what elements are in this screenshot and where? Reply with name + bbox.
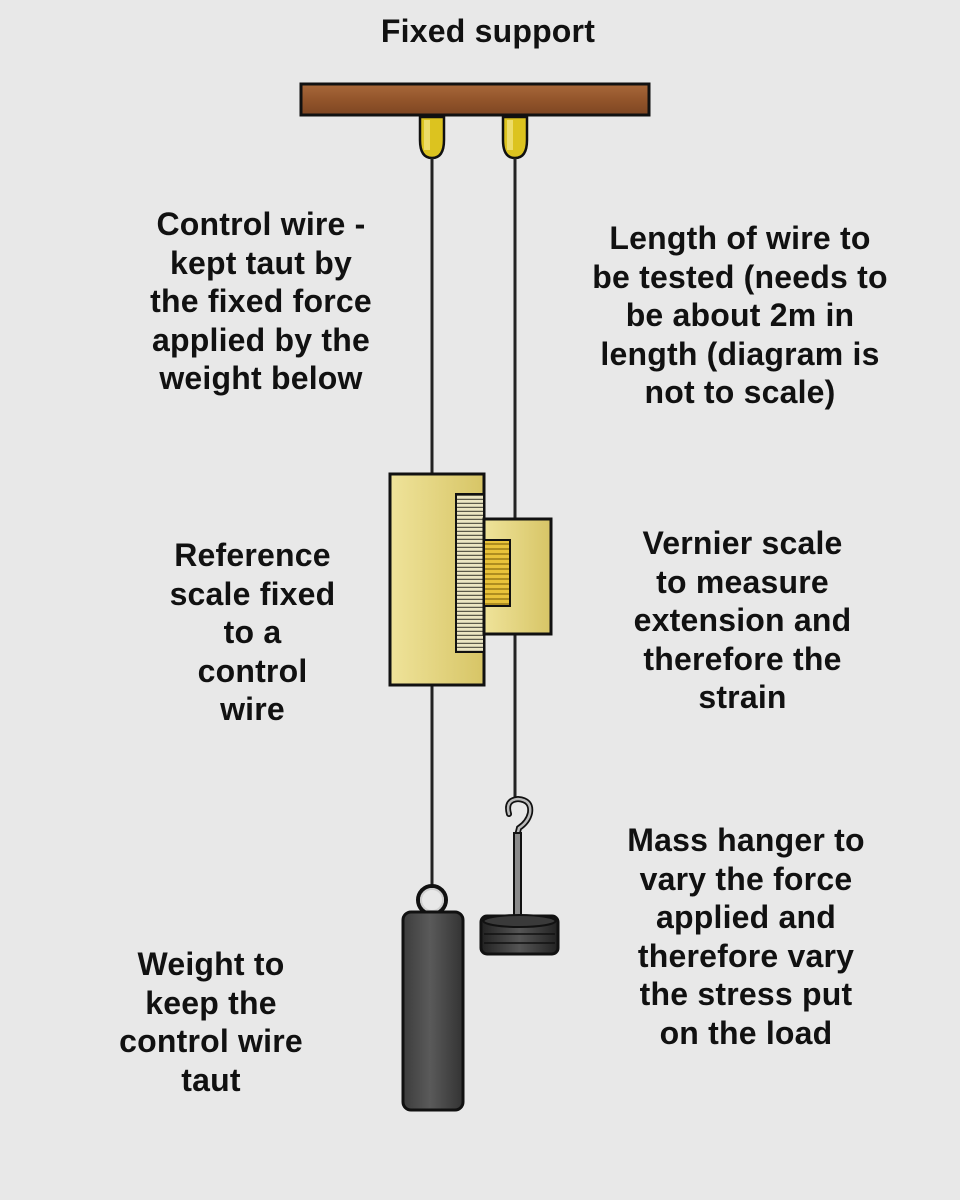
control-weight	[401, 884, 465, 1112]
label-mass-hanger: Mass hanger to vary the force applied an…	[627, 822, 865, 1051]
label-vernier-scale: Vernier scale to measure extension and t…	[633, 525, 852, 715]
vernier-scale-block	[482, 517, 553, 636]
label-weight: Weight to keep the control wire taut	[119, 946, 303, 1098]
wire-clamp-right	[501, 115, 529, 160]
label-reference-scale: Reference scale fixed to a control wire	[169, 537, 336, 727]
mass-hanger	[479, 795, 560, 956]
label-fixed-support: Fixed support	[380, 13, 596, 49]
label-control-wire: Control wire - kept taut by the fixed fo…	[150, 206, 372, 396]
label-test-wire: Length of wire to be tested (needs to be…	[592, 220, 888, 410]
reference-scale-block	[388, 472, 486, 687]
wire-clamp-left	[418, 115, 446, 160]
fixed-support-beam	[299, 82, 651, 117]
